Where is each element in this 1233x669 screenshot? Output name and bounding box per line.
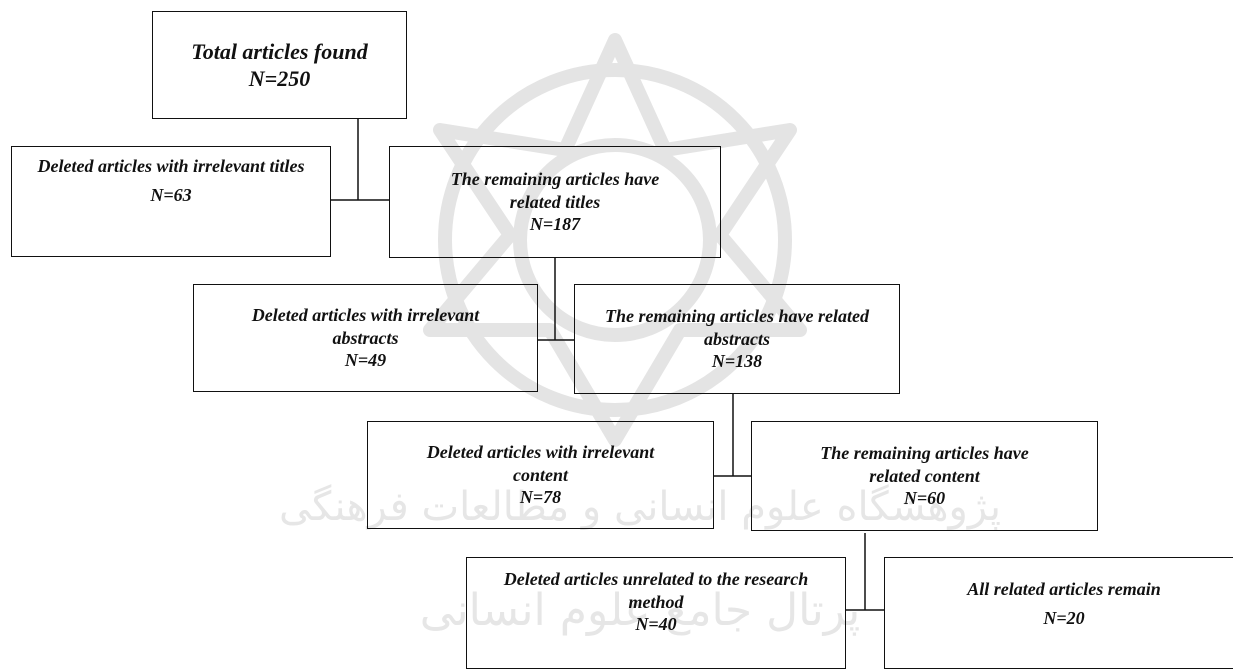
- deleted-content-label: Deleted articles with irrelevant content: [426, 442, 655, 485]
- deleted-titles-label: Deleted articles with irrelevant titles: [37, 156, 305, 176]
- final-articles-label: All related articles remain: [967, 579, 1161, 599]
- remaining-abstracts-count: N=138: [711, 351, 763, 372]
- deleted-method-box: Deleted articles unrelated to the resear…: [466, 557, 846, 669]
- remaining-content-label: The remaining articles have related cont…: [820, 443, 1029, 486]
- deleted-titles-box: Deleted articles with irrelevant titles …: [11, 146, 331, 257]
- deleted-content-box: Deleted articles with irrelevant content…: [367, 421, 714, 529]
- remaining-content-box: The remaining articles have related cont…: [751, 421, 1098, 531]
- remaining-abstracts-label: The remaining articles have related abst…: [605, 306, 869, 349]
- deleted-abstracts-box: Deleted articles with irrelevant abstrac…: [193, 284, 538, 392]
- total-articles-count: N=250: [248, 66, 311, 91]
- remaining-titles-count: N=187: [529, 214, 581, 235]
- svg-text:پرتال جامع علوم انسانی: پرتال جامع علوم انسانی: [420, 585, 861, 636]
- svg-text:پژوهشگاه علوم انسانی و مطالعات: پژوهشگاه علوم انسانی و مطالعات فرهنگی: [279, 484, 1001, 530]
- final-articles-box: All related articles remain N=20: [884, 557, 1233, 669]
- remaining-abstracts-box: The remaining articles have related abst…: [574, 284, 900, 394]
- final-articles-count: N=20: [1043, 607, 1085, 628]
- remaining-titles-box: The remaining articles have related titl…: [389, 146, 721, 258]
- deleted-titles-count: N=63: [150, 184, 192, 205]
- deleted-abstracts-count: N=49: [344, 350, 387, 371]
- remaining-content-count: N=60: [903, 488, 946, 509]
- total-articles-box: Total articles found N=250: [152, 11, 407, 119]
- total-articles-label: Total articles found: [191, 38, 368, 64]
- deleted-content-count: N=78: [519, 487, 562, 508]
- remaining-titles-label: The remaining articles have related titl…: [450, 169, 660, 212]
- deleted-method-label: Deleted articles unrelated to the resear…: [503, 569, 809, 612]
- deleted-abstracts-label: Deleted articles with irrelevant abstrac…: [251, 305, 480, 348]
- deleted-method-count: N=40: [635, 614, 677, 634]
